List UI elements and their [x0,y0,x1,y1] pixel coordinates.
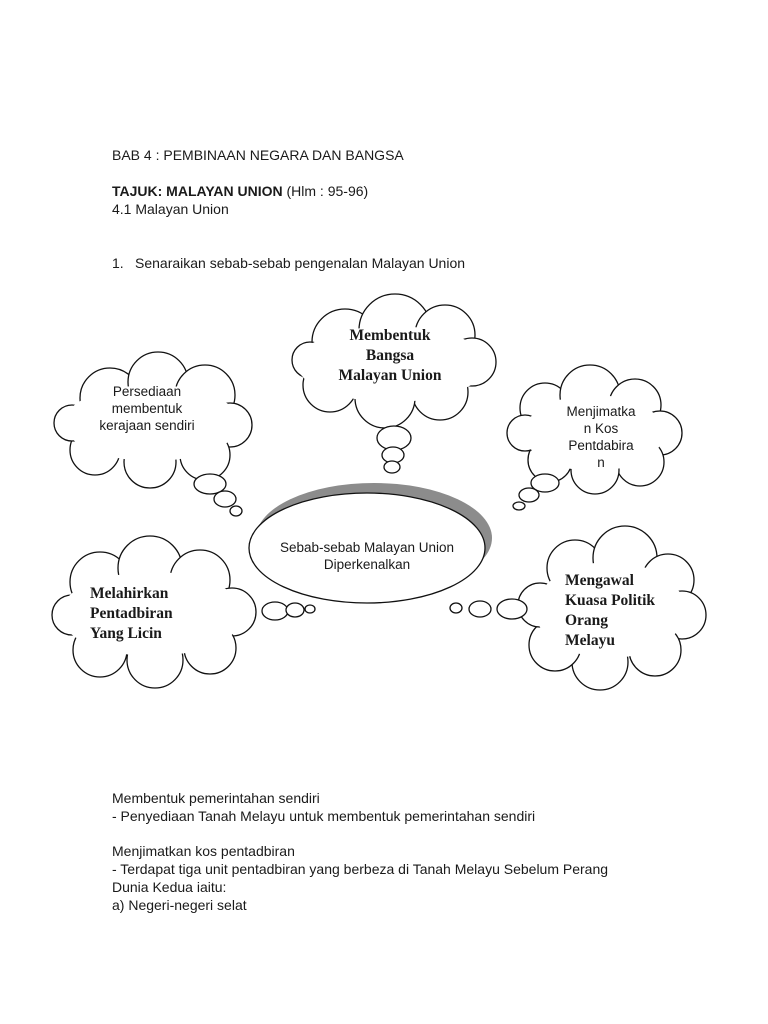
bubble [449,602,463,614]
cloud-top-label: Membentuk Bangsa Malayan Union [338,327,442,384]
center-line-1: Sebab-sebab Malayan Union [279,540,455,555]
note-line: a) Negeri-negeri selat [112,897,247,913]
bubble [285,602,305,618]
topic-pages: (Hlm : 95-96) [282,183,369,199]
question-text: Senaraikan sebab-sebab pengenalan Malaya… [135,255,466,271]
bubble [518,487,540,503]
cloud-top-left [53,351,253,489]
cloud-bottom-left-label: Melahirkan Pentadbiran Yang Licin [90,585,173,642]
bubble [304,604,316,614]
topic-label: TAJUK: MALAYAN UNION [112,183,283,199]
center-ellipse [248,492,486,604]
bubble [512,501,526,511]
bubble [496,598,528,620]
chapter-heading: BAB 4 : PEMBINAAN NEGARA DAN BANGSA [112,147,404,163]
bubble [383,460,401,474]
bubble [229,505,243,517]
cloud-bottom-right-label: Mengawal Kuasa Politik Orang Melayu [565,572,656,649]
bubble [193,473,227,495]
bubble [261,601,289,621]
cloud-bottom-left [51,535,257,689]
note-line: Menjimatkan kos pentadbiran [112,843,295,859]
bubble [530,473,560,493]
center-label: Sebab-sebab Malayan Union Diperkenalkan [249,539,485,573]
note-line: Dunia Kedua iaitu: [112,879,227,895]
section-heading: 4.1 Malayan Union [112,201,229,217]
center-line-2: Diperkenalkan [323,557,411,572]
note-line: - Terdapat tiga unit pentadbiran yang be… [112,861,609,877]
cloud-top-right-label: Menjimatka n Kos Pentdabira n [566,404,636,470]
note-line: Membentuk pemerintahan sendiri [112,790,320,806]
cloud-top-left-label: Persediaan membentuk kerajaan sendiri [99,384,195,433]
note-line: - Penyediaan Tanah Melayu untuk membentu… [112,808,536,824]
bubble [468,600,492,618]
cloud-top-right [506,364,683,495]
cloud-bottom-right [517,525,707,691]
bubble [213,490,237,508]
cloud-top [291,293,497,429]
topic-line: TAJUK: MALAYAN UNION (Hlm : 95-96) [112,183,368,200]
question-number: 1. [112,255,124,271]
